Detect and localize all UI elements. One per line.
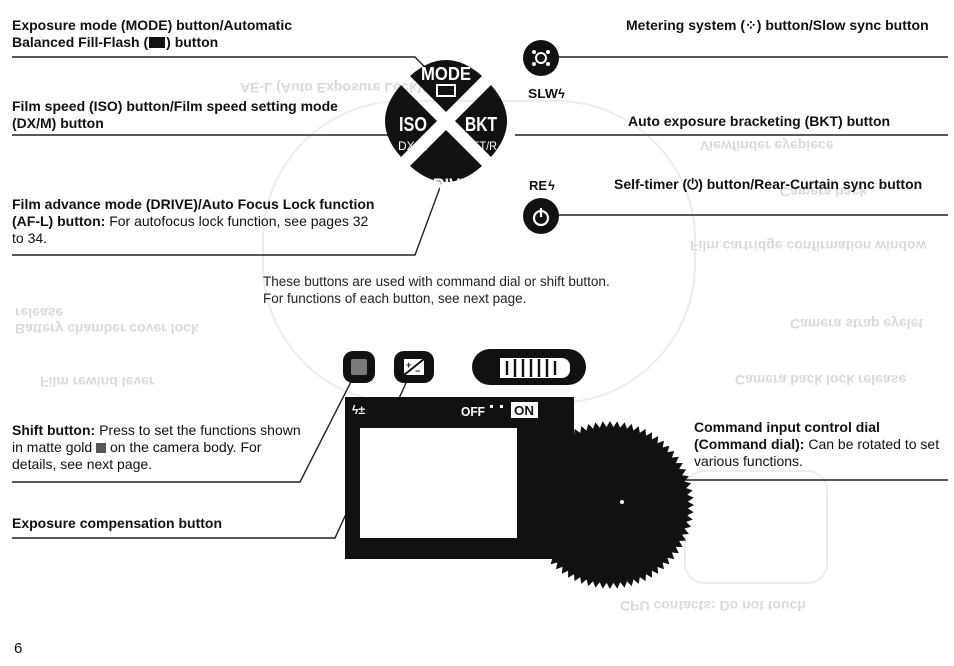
flash-compensation-icon: ϟ± [352, 403, 365, 417]
iso-button-label: Film speed (ISO) button/Film speed setti… [12, 98, 338, 131]
re-label: RE [529, 178, 547, 193]
slw-label: SLW [528, 86, 559, 101]
drive-sub-label: AF-L [434, 196, 458, 210]
command-dial-teeth [526, 421, 694, 589]
exposure-compensation-button[interactable]: + − [394, 351, 434, 383]
selftimer-button-label: Self-timer (⏻) button/Rear-Curtain sync … [614, 176, 923, 192]
svg-text:−: − [415, 366, 420, 376]
power-off-label: OFF [461, 404, 485, 419]
metering-button-label: Metering system (⁘) button/Slow sync but… [626, 17, 929, 33]
bkt-button-label: Auto exposure bracketing (BKT) button [628, 113, 891, 129]
mode-label: MODE [421, 64, 471, 84]
iso-label: ISO [399, 114, 427, 136]
power-on-label: ON [514, 403, 534, 418]
button-pad: MODE ISO DX/M BKT SET/R DRIVE AF-L [385, 60, 507, 210]
matte-gold-square-icon [96, 443, 107, 453]
page-number: 6 [14, 640, 23, 657]
iso-sub-label: DX/M [398, 139, 428, 153]
rear-sync-flash-icon: ϟ [548, 178, 555, 193]
leader-line-mode [12, 56, 446, 89]
mode-button-label: Exposure mode (MODE) button/Automatic Ba… [12, 17, 292, 50]
leader-line-drive [12, 181, 443, 256]
command-dial-label: Command input control dial (Command dial… [694, 419, 940, 469]
command-dial-center [620, 500, 624, 504]
metering-button[interactable] [523, 40, 559, 76]
bkt-sub-label: SET/R [465, 139, 497, 153]
leader-line-shift [12, 367, 359, 483]
svg-text:+: + [406, 360, 411, 370]
bkt-label: BKT [465, 114, 497, 136]
command-dial-side[interactable] [472, 349, 586, 385]
slow-sync-flash-icon: ϟ [558, 86, 565, 101]
drive-button[interactable] [410, 130, 482, 182]
exposure-compensation-label: Exposure compensation button [12, 515, 223, 531]
shift-button[interactable] [343, 351, 375, 383]
self-timer-small-icon: ⏻ [687, 176, 699, 192]
metering-small-icon: ⁘ [745, 17, 757, 33]
self-timer-button[interactable] [523, 198, 559, 234]
bkt-button[interactable] [455, 85, 507, 157]
usage-note: These buttons are used with command dial… [263, 274, 610, 306]
iso-button[interactable] [385, 85, 437, 157]
lcd-screen [360, 428, 517, 538]
drive-label: DRIVE [421, 176, 471, 197]
drive-button-label: Film advance mode (DRIVE)/Auto Focus Loc… [12, 196, 375, 246]
fill-flash-small-icon [149, 37, 166, 48]
command-dial-top[interactable] [526, 421, 694, 589]
shift-button-label: Shift button: Press to set the functions… [12, 422, 301, 472]
